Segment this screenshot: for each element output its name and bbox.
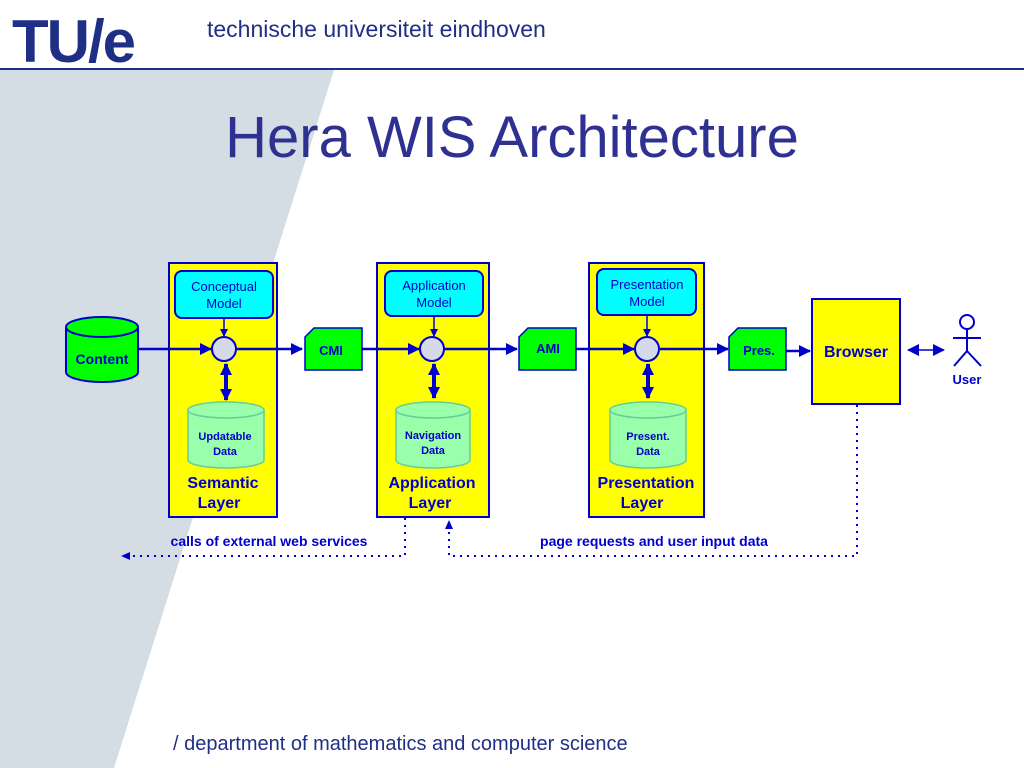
footer-department: / department of mathematics and computer… xyxy=(173,733,628,755)
presentation-layer-line2: Layer xyxy=(621,495,664,512)
external-services-dotted-line xyxy=(124,518,406,557)
page-requests-arrowhead xyxy=(445,520,453,529)
university-name: technische universiteit eindhoven xyxy=(207,16,546,42)
navigation-data-line2: Data xyxy=(421,445,446,457)
semantic-layer-line1: Semantic xyxy=(187,475,258,492)
application-model-line2: Model xyxy=(416,295,452,310)
presentation-model-line2: Model xyxy=(629,294,665,309)
cmi-label: CMI xyxy=(319,343,343,358)
application-layer-line2: Layer xyxy=(409,495,452,512)
conceptual-model-line1: Conceptual xyxy=(191,279,257,294)
user-label: User xyxy=(953,372,982,387)
application-model-line1: Application xyxy=(402,278,466,293)
ami-document xyxy=(518,327,577,371)
updatable-data-line1: Updatable xyxy=(198,431,251,443)
content-database: Content xyxy=(65,316,139,383)
cmi-document xyxy=(304,327,363,371)
updatable-data-line2: Data xyxy=(213,446,238,458)
present-data-line1: Present. xyxy=(626,431,669,443)
presentation-processor xyxy=(634,336,660,362)
external-services-label: calls of external web services xyxy=(171,533,368,549)
user-figure-icon xyxy=(953,314,982,367)
presentation-data-store xyxy=(609,401,687,469)
content-label: Content xyxy=(76,351,129,367)
browser-box xyxy=(811,298,901,405)
presentation-layer-line1: Presentation xyxy=(598,475,695,492)
semantic-layer-line2: Layer xyxy=(198,495,241,512)
updatable-data-store xyxy=(187,401,265,469)
present-data-line2: Data xyxy=(636,446,661,458)
pres-document xyxy=(728,327,787,371)
ami-label: AMI xyxy=(536,341,560,356)
page-requests-label: page requests and user input data xyxy=(540,533,768,549)
semantic-processor xyxy=(211,336,237,362)
application-processor xyxy=(419,336,445,362)
navigation-data-line1: Navigation xyxy=(405,430,462,442)
external-services-arrowhead xyxy=(121,552,130,560)
header-divider xyxy=(0,68,1024,70)
slide-title: Hera WIS Architecture xyxy=(225,105,799,170)
tue-logo: TU/e xyxy=(12,8,136,75)
pres-label: Pres. xyxy=(743,343,775,358)
conceptual-model-line2: Model xyxy=(206,296,242,311)
application-layer-line1: Application xyxy=(388,475,475,492)
presentation-model-line1: Presentation xyxy=(611,277,684,292)
browser-label: Browser xyxy=(824,344,888,361)
navigation-data-store xyxy=(395,401,471,469)
